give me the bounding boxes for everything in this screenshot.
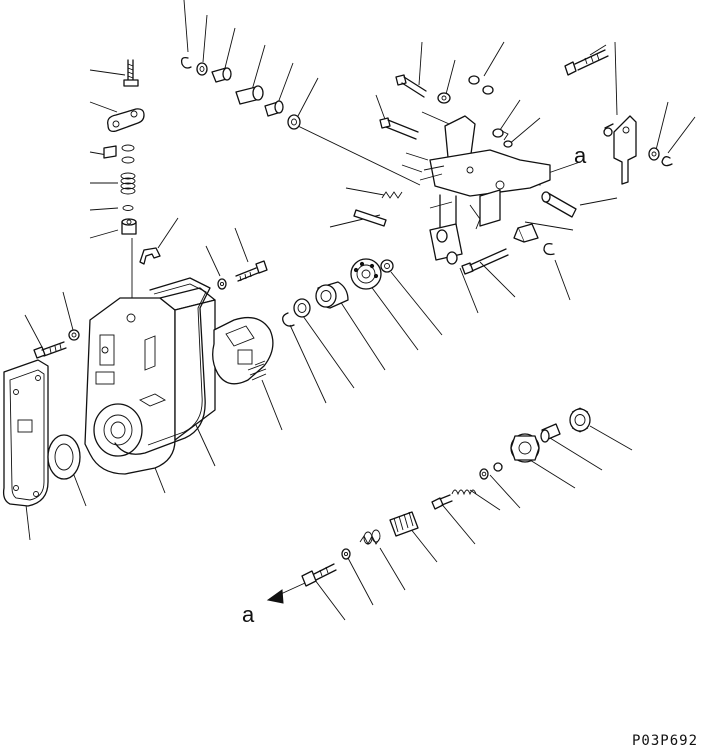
washer-middle-right	[380, 259, 394, 273]
spring-small-left	[120, 172, 136, 195]
lever-plate-left	[107, 108, 145, 133]
bearing	[350, 258, 382, 290]
sleeve-middle	[315, 281, 349, 309]
bushing-middle	[293, 298, 311, 318]
leader-lines	[24, 0, 696, 621]
washer-lower-2	[341, 548, 351, 560]
dowel-pin	[353, 209, 387, 227]
gasket-left	[2, 359, 49, 507]
bolt-upper-left	[123, 59, 139, 87]
snap-ring-right	[543, 242, 555, 256]
o-ring-lower	[479, 468, 489, 480]
drawing-code: P03P692	[632, 733, 698, 749]
snap-ring-far-right	[661, 156, 673, 167]
spring-lower-large	[389, 511, 419, 537]
pin-upper-right	[395, 74, 427, 98]
callout-a-upper: a	[574, 143, 587, 168]
pin-lower	[431, 494, 453, 510]
nut-large-lower	[510, 433, 540, 463]
pin-lower-right	[461, 248, 509, 275]
flyweight-assembly	[212, 316, 274, 385]
bushing-top-2	[235, 85, 264, 105]
cap-nut-lower	[569, 407, 591, 433]
snap-ring-top-1	[180, 56, 192, 69]
spring-lever	[381, 191, 403, 199]
spring-lower-small	[451, 489, 477, 496]
washer-top-2	[287, 114, 301, 130]
washer-middle	[217, 278, 227, 290]
bolt-lower-left	[33, 341, 67, 359]
bushing-top-3	[264, 100, 284, 117]
o-ring-left	[122, 205, 134, 211]
bolt-far-right	[564, 49, 609, 76]
spring-lower-medium	[359, 529, 381, 546]
shaft-right	[541, 191, 577, 218]
housing-gasket	[114, 277, 211, 455]
bolt-middle	[235, 260, 268, 282]
washer-upper-right-1	[437, 92, 451, 104]
round-gasket	[47, 434, 81, 480]
washer-far-right	[648, 147, 660, 161]
washer-lower-1	[493, 462, 503, 472]
washer-top-1	[196, 62, 208, 76]
callout-a-lower: a	[242, 602, 255, 627]
sleeve-left	[103, 144, 135, 164]
pin-middle-right	[379, 117, 419, 140]
clip-bracket	[139, 247, 161, 265]
cap-nut-left	[121, 218, 137, 235]
governor-housing	[84, 287, 216, 475]
bushing-top-1	[211, 67, 232, 83]
lever-assembly	[419, 115, 551, 265]
sleeve-lower	[540, 423, 561, 443]
washers-upper-right-pair	[468, 75, 494, 95]
snap-ring-middle	[282, 312, 295, 327]
block-right	[513, 223, 539, 243]
bolt-lower	[301, 563, 337, 587]
washer-lower-left	[68, 329, 80, 341]
bracket-far-right	[603, 115, 637, 185]
